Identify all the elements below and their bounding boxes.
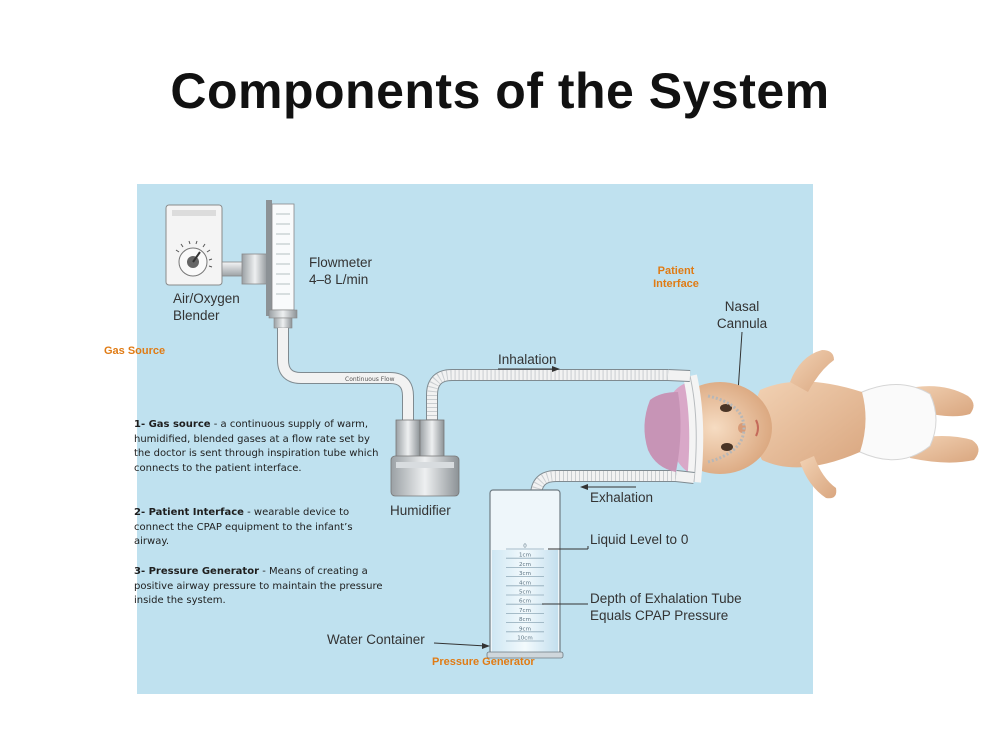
humidifier-label: Humidifier [390,503,451,518]
scale-label: 7cm [519,608,531,614]
humidifier [390,419,460,497]
page-title: Components of the System [170,63,830,119]
scale-label: 1cm [519,553,531,559]
tube-label: Continuous Flow [345,376,395,383]
scale-label: 3cm [519,571,531,577]
scale-label: 2cm [519,562,531,568]
nasal-cannula-line-2: Cannula [716,316,768,331]
water-container: 0 1cm 2cm 3cm 4cm 5cm 6cm 7cm 8cm 9cm 10cm [486,489,564,659]
description-text: - a continuous supply of warm, humidifie… [134,419,379,474]
scale-label: 5cm [519,590,531,596]
blender-line-2: Blender [173,308,220,323]
description-patient-interface: 2- Patient Interface - wearable device t… [134,506,384,550]
description-term: 3- Pressure Generator [134,566,260,577]
patient-interface-line-1: Patient [657,265,695,277]
blender-line-1: Air/Oxygen [173,291,240,306]
depth-line-1: Depth of Exhalation Tube [590,591,742,606]
description-term: 1- Gas source [134,419,211,430]
cylinder-scale: 0 1cm 2cm 3cm 4cm 5cm 6cm 7cm 8cm 9cm 10cm [506,544,544,642]
inhalation-label: Inhalation [498,352,557,367]
patient-interface-line-2: Interface [653,278,699,290]
description-pressure-generator: 3- Pressure Generator - Means of creatin… [134,565,384,609]
gas-source-label: Gas Source [104,345,166,357]
inhalation-arrow [498,366,560,372]
air-oxygen-blender-label: Air/Oxygen Blender [173,290,240,324]
nasal-cannula-line-1: Nasal [724,299,760,314]
scale-label: 9cm [519,626,531,632]
description-text: - Means of creating a positive airway pr… [134,566,383,606]
nasal-cannula-label: Nasal Cannula [712,298,772,332]
scale-label: 0 [523,544,527,550]
water-container-arrow [433,642,490,649]
leader-lines [542,331,743,605]
description-text: - wearable device to connect the CPAP eq… [134,507,353,547]
infant-illustration [644,350,979,499]
scale-label: 10cm [517,636,532,642]
air-oxygen-blender [165,204,269,286]
water-container-label: Water Container [327,632,425,647]
scale-label: 4cm [519,580,531,586]
liquid-level-label: Liquid Level to 0 [590,532,689,547]
pressure-generator-label: Pressure Generator [432,656,535,668]
description-term: 2- Patient Interface [134,507,244,518]
scale-label: 6cm [519,599,531,605]
depth-line-2: Equals CPAP Pressure [590,608,729,623]
scale-label: 8cm [519,617,531,623]
patient-interface-label: Patient Interface [646,265,706,291]
flowmeter-line-1: Flowmeter [309,255,373,270]
inspiratory-tube: Continuous Flow [277,328,668,420]
flowmeter-line-2: 4–8 L/min [309,272,369,287]
flowmeter-label: Flowmeter 4–8 L/min [309,254,372,288]
depth-label: Depth of Exhalation Tube Equals CPAP Pre… [590,590,742,624]
flowmeter [266,200,298,329]
description-gas-source: 1- Gas source - a continuous supply of w… [134,418,384,476]
exhalation-label: Exhalation [590,490,654,505]
